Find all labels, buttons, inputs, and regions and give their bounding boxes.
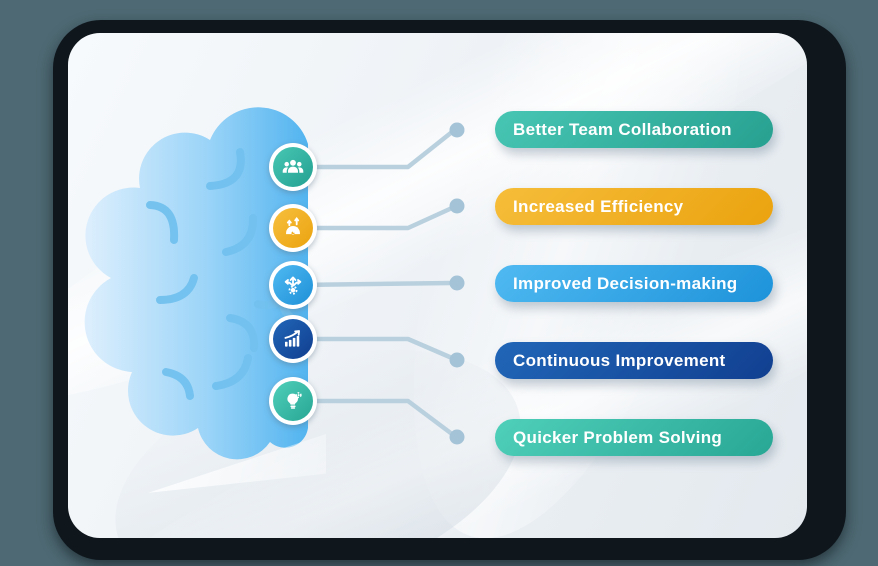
benefit-pill-efficiency: Increased Efficiency [495, 188, 773, 225]
benefit-pill-continuous-improvement: Continuous Improvement [495, 342, 773, 379]
benefit-pill-decision-making: Improved Decision-making [495, 265, 773, 302]
pill-label: Increased Efficiency [513, 196, 684, 216]
decision-node [269, 261, 317, 309]
improvement-node [269, 315, 317, 363]
team-people-icon [273, 147, 313, 187]
pill-label: Better Team Collaboration [513, 119, 732, 139]
idea-bulb-icon [273, 381, 313, 421]
pill-label: Quicker Problem Solving [513, 427, 723, 447]
efficiency-node [269, 204, 317, 252]
growth-chart-icon [273, 319, 313, 359]
efficiency-gauge-icon [273, 208, 313, 248]
problem-solving-node [269, 377, 317, 425]
benefit-pill-collaboration: Better Team Collaboration [495, 111, 773, 148]
benefit-pill-problem-solving: Quicker Problem Solving [495, 419, 773, 456]
decision-arrows-icon [273, 265, 313, 305]
team-node [269, 143, 317, 191]
pill-label: Improved Decision-making [513, 273, 738, 293]
pill-label: Continuous Improvement [513, 350, 726, 370]
brain-illustration [84, 107, 308, 460]
